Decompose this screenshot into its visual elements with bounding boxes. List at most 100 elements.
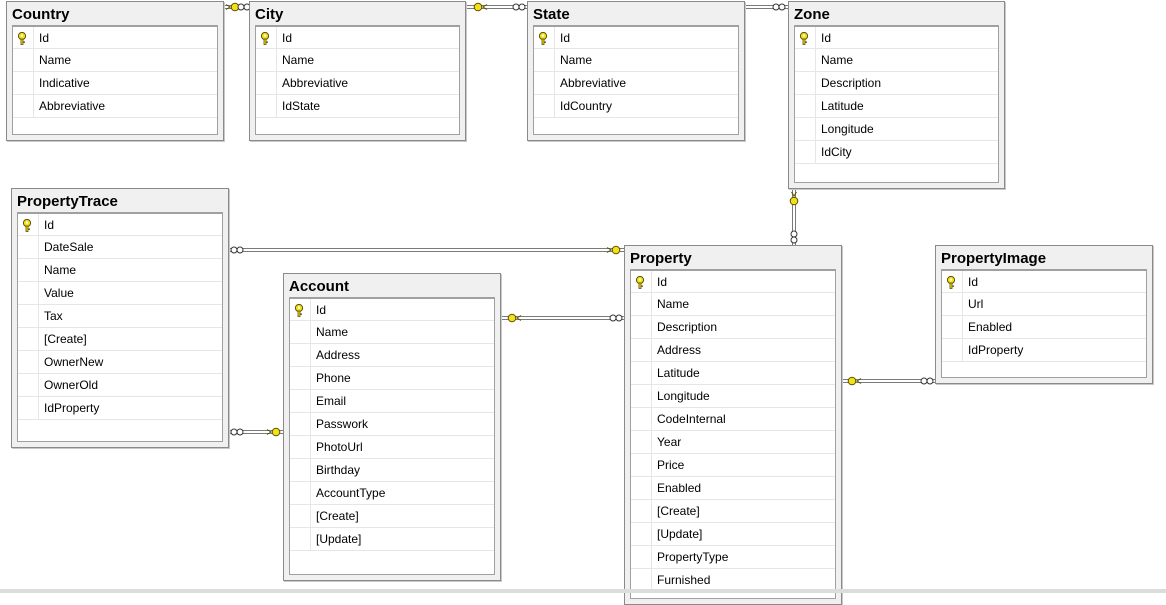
column-row[interactable]: Address (631, 339, 835, 362)
row-selector[interactable] (631, 362, 652, 384)
table-title[interactable]: Zone (794, 6, 830, 23)
row-selector[interactable] (256, 49, 277, 71)
column-row[interactable]: [Update] (290, 528, 494, 551)
column-row[interactable]: [Create] (18, 328, 222, 351)
column-row[interactable]: Id (942, 270, 1146, 293)
column-row[interactable]: Name (256, 49, 459, 72)
column-row[interactable]: [Create] (290, 505, 494, 528)
table-title[interactable]: Property (630, 250, 692, 267)
column-row[interactable]: Name (13, 49, 217, 72)
row-selector[interactable] (631, 271, 652, 292)
row-selector[interactable] (631, 523, 652, 545)
column-row[interactable]: Year (631, 431, 835, 454)
row-selector[interactable] (290, 436, 311, 458)
column-row[interactable]: PhotoUrl (290, 436, 494, 459)
column-row[interactable]: Indicative (13, 72, 217, 95)
row-selector[interactable] (290, 367, 311, 389)
column-row[interactable]: Phone (290, 367, 494, 390)
row-selector[interactable] (290, 390, 311, 412)
column-row[interactable]: Id (795, 26, 998, 49)
column-row[interactable]: IdProperty (18, 397, 222, 420)
row-selector[interactable] (18, 328, 39, 350)
column-row[interactable]: Abbreviative (534, 72, 738, 95)
column-row[interactable]: OwnerOld (18, 374, 222, 397)
row-selector[interactable] (631, 431, 652, 453)
row-selector[interactable] (942, 339, 963, 361)
row-selector[interactable] (256, 95, 277, 117)
column-row[interactable]: Url (942, 293, 1146, 316)
row-selector[interactable] (256, 27, 277, 48)
row-selector[interactable] (534, 95, 555, 117)
row-selector[interactable] (18, 282, 39, 304)
column-row[interactable]: Name (534, 49, 738, 72)
row-selector[interactable] (631, 293, 652, 315)
column-row[interactable]: Longitude (631, 385, 835, 408)
row-selector[interactable] (795, 49, 816, 71)
table-title[interactable]: Account (289, 278, 349, 295)
column-row[interactable]: Name (795, 49, 998, 72)
column-row[interactable]: CodeInternal (631, 408, 835, 431)
table-title[interactable]: PropertyImage (941, 250, 1047, 267)
column-row[interactable]: AccountType (290, 482, 494, 505)
column-row[interactable]: OwnerNew (18, 351, 222, 374)
row-selector[interactable] (290, 505, 311, 527)
column-row[interactable]: Price (631, 454, 835, 477)
column-row[interactable]: Longitude (795, 118, 998, 141)
row-selector[interactable] (290, 344, 311, 366)
column-row[interactable]: IdProperty (942, 339, 1146, 362)
row-selector[interactable] (13, 72, 34, 94)
column-row[interactable]: Id (256, 26, 459, 49)
column-row[interactable]: IdCity (795, 141, 998, 164)
row-selector[interactable] (18, 374, 39, 396)
column-row[interactable]: Id (631, 270, 835, 293)
column-row[interactable]: Enabled (631, 477, 835, 500)
row-selector[interactable] (18, 305, 39, 327)
row-selector[interactable] (18, 259, 39, 281)
row-selector[interactable] (534, 27, 555, 48)
column-row[interactable]: Email (290, 390, 494, 413)
column-row[interactable]: Id (534, 26, 738, 49)
row-selector[interactable] (631, 546, 652, 568)
column-row[interactable]: [Create] (631, 500, 835, 523)
column-row[interactable]: Id (13, 26, 217, 49)
row-selector[interactable] (631, 316, 652, 338)
row-selector[interactable] (795, 27, 816, 48)
row-selector[interactable] (631, 454, 652, 476)
column-row[interactable]: DateSale (18, 236, 222, 259)
row-selector[interactable] (534, 72, 555, 94)
row-selector[interactable] (18, 214, 39, 235)
row-selector[interactable] (631, 500, 652, 522)
column-row[interactable]: IdState (256, 95, 459, 118)
row-selector[interactable] (631, 408, 652, 430)
row-selector[interactable] (256, 72, 277, 94)
row-selector[interactable] (13, 95, 34, 117)
row-selector[interactable] (631, 339, 652, 361)
column-row[interactable]: Birthday (290, 459, 494, 482)
row-selector[interactable] (631, 569, 652, 591)
table-title[interactable]: State (533, 6, 570, 23)
column-row[interactable]: Description (631, 316, 835, 339)
column-row[interactable]: IdCountry (534, 95, 738, 118)
table-title[interactable]: PropertyTrace (17, 193, 118, 210)
column-row[interactable]: Name (631, 293, 835, 316)
row-selector[interactable] (290, 528, 311, 550)
column-row[interactable]: Id (18, 213, 222, 236)
column-row[interactable]: Description (795, 72, 998, 95)
row-selector[interactable] (18, 397, 39, 419)
row-selector[interactable] (290, 321, 311, 343)
column-row[interactable]: Id (290, 298, 494, 321)
column-row[interactable]: Value (18, 282, 222, 305)
column-row[interactable]: Passwork (290, 413, 494, 436)
column-row[interactable]: Enabled (942, 316, 1146, 339)
column-row[interactable]: Address (290, 344, 494, 367)
row-selector[interactable] (795, 141, 816, 163)
column-row[interactable]: Latitude (795, 95, 998, 118)
row-selector[interactable] (631, 385, 652, 407)
